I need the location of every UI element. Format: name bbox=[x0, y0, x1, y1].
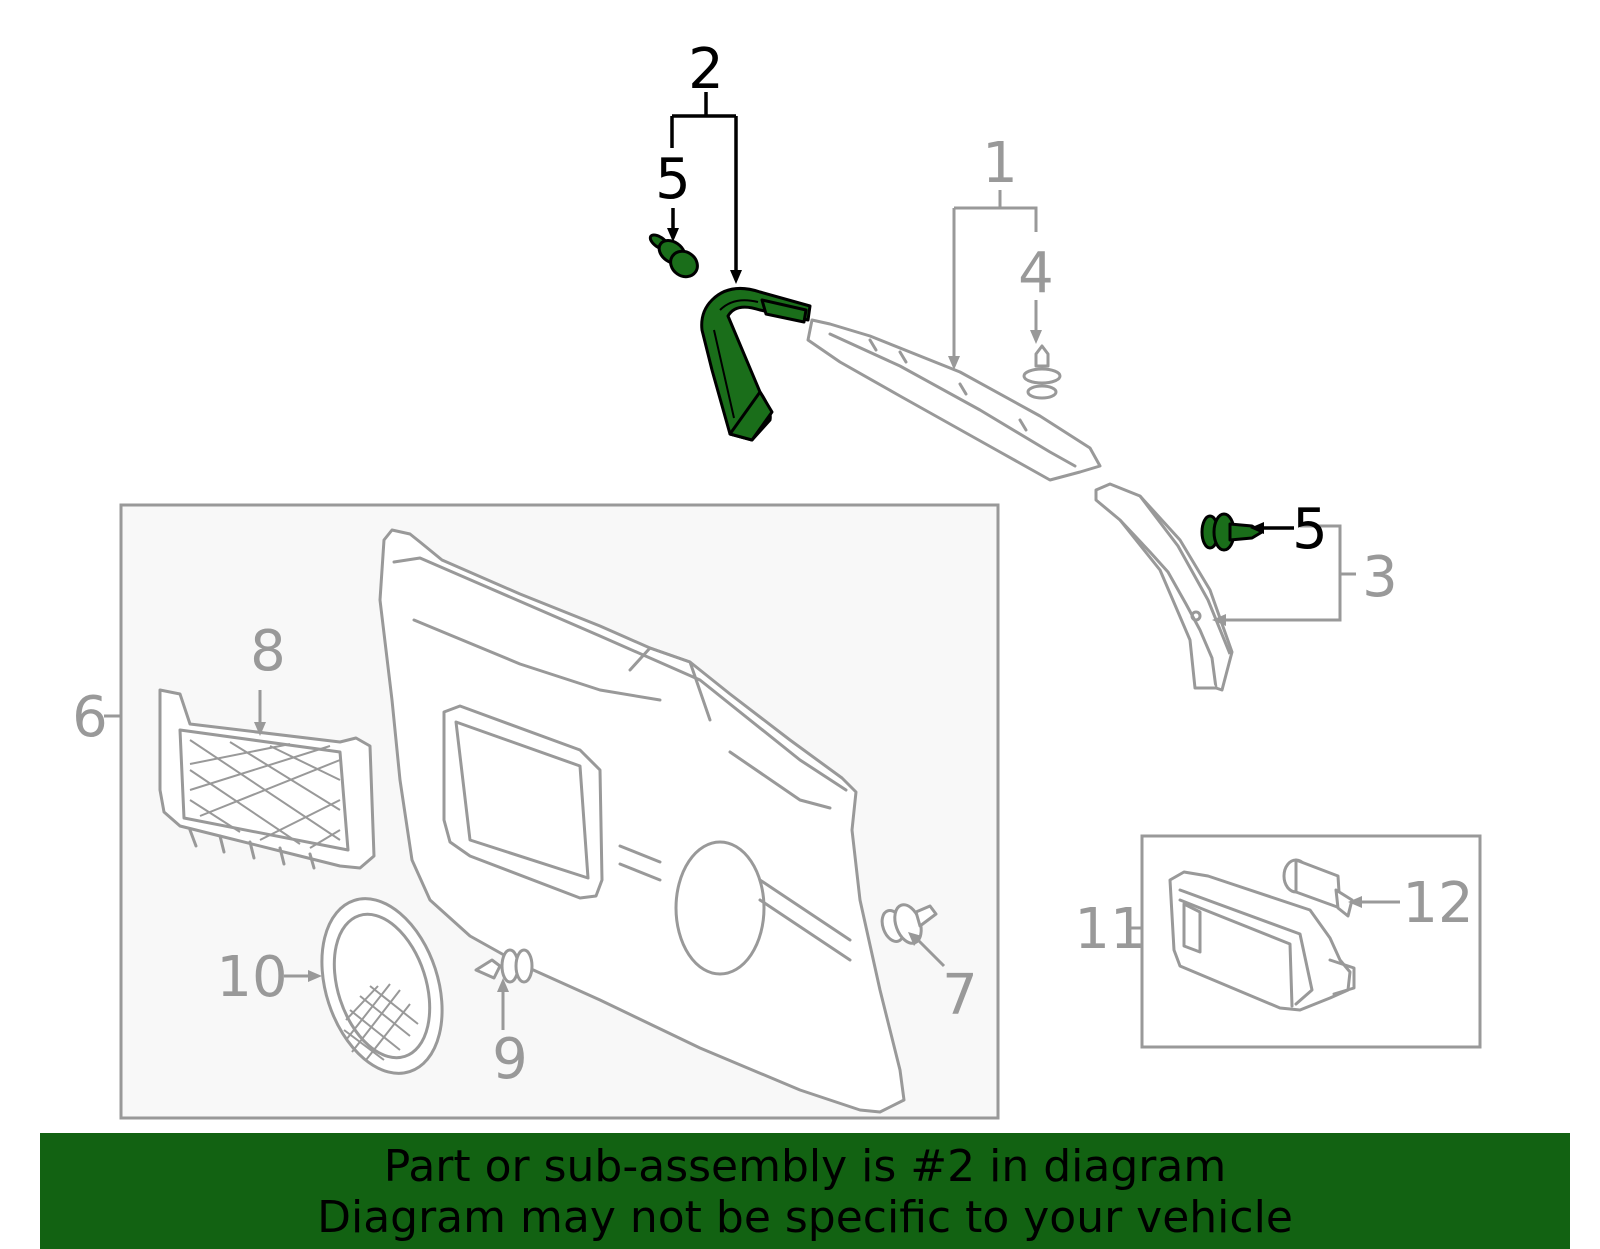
callout-12: 12 bbox=[1402, 871, 1473, 936]
leader-lines bbox=[104, 92, 1400, 1030]
part-6-trim-panel bbox=[378, 528, 906, 1114]
part-12-bulb bbox=[1282, 858, 1354, 918]
info-banner: Part or sub-assembly is #2 in diagram Di… bbox=[40, 1133, 1570, 1249]
part-3-pillar-trim bbox=[1094, 482, 1234, 692]
callout-7: 7 bbox=[942, 963, 978, 1028]
part-4-clip bbox=[1022, 344, 1062, 400]
part-5-clip-upper bbox=[648, 233, 699, 279]
part-5-clip-lower bbox=[1200, 512, 1264, 552]
callout-4: 4 bbox=[1018, 241, 1054, 306]
part-9-clip bbox=[474, 948, 534, 984]
callout-5-upper: 5 bbox=[655, 147, 691, 212]
callout-5-lower: 5 bbox=[1292, 497, 1328, 562]
callout-3: 3 bbox=[1362, 545, 1398, 610]
callout-9: 9 bbox=[492, 1027, 528, 1092]
part-1-garnish bbox=[806, 318, 1102, 482]
callout-8: 8 bbox=[250, 619, 286, 684]
part-11-lamp bbox=[1168, 870, 1356, 1012]
callout-10: 10 bbox=[216, 945, 287, 1010]
callout-6: 6 bbox=[72, 685, 108, 750]
banner-line-1: Part or sub-assembly is #2 in diagram bbox=[383, 1141, 1227, 1192]
callout-2: 2 bbox=[688, 37, 724, 102]
callout-1: 1 bbox=[982, 131, 1018, 196]
callout-11: 11 bbox=[1074, 897, 1145, 962]
part-2-highlighted-trim bbox=[700, 286, 812, 442]
banner-line-2: Diagram may not be specific to your vehi… bbox=[317, 1192, 1293, 1243]
part-8-net bbox=[158, 688, 376, 870]
part-7-clip bbox=[880, 903, 938, 945]
part-10-speaker-grille bbox=[320, 897, 444, 1075]
